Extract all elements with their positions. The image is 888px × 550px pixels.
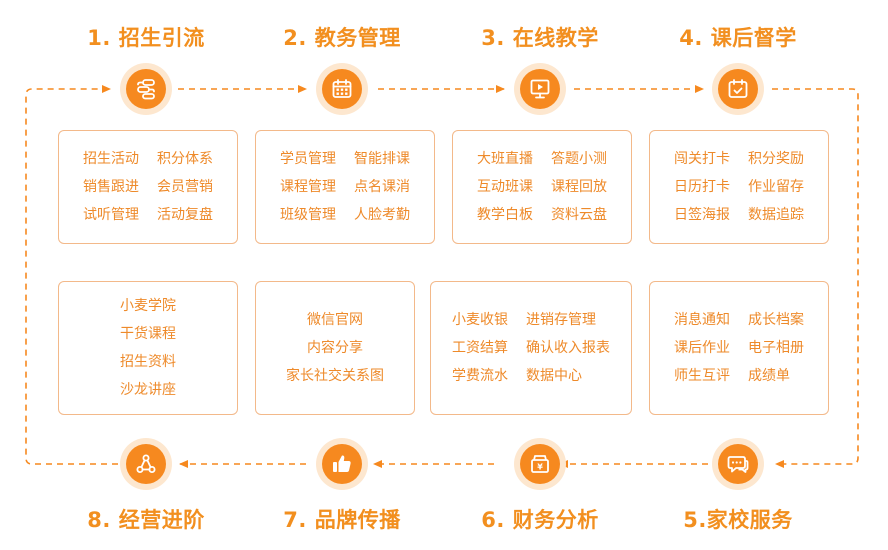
step-title-1: 1. 招生引流 [87, 26, 205, 50]
feature-item[interactable]: 进销存管理 [526, 311, 596, 328]
chat-bubble-icon [727, 456, 749, 473]
feature-item[interactable]: 大班直播 [477, 150, 533, 167]
feature-item[interactable]: 数据中心 [526, 367, 582, 384]
feature-item[interactable]: 互动班课 [477, 178, 533, 195]
feature-item[interactable]: 点名课消 [354, 178, 410, 195]
feature-box-8: 小麦学院 干货课程 招生资料 沙龙讲座 [58, 281, 238, 415]
feature-item[interactable]: 消息通知 [674, 311, 730, 328]
step-title-4: 4. 课后督学 [679, 26, 797, 50]
step-node-2[interactable] [316, 63, 368, 115]
feature-item[interactable]: 学员管理 [280, 150, 336, 167]
feature-box-4: 闯关打卡 积分奖励 日历打卡 作业留存 日签海报 数据追踪 [649, 130, 829, 244]
feature-item[interactable]: 小麦学院 [120, 297, 176, 314]
feature-item[interactable]: 活动复盘 [157, 206, 213, 223]
step-node-7[interactable] [316, 438, 368, 490]
feature-item[interactable]: 班级管理 [280, 206, 336, 223]
feature-item[interactable]: 课后作业 [674, 339, 730, 356]
feature-box-6: 小麦收银 进销存管理 工资结算 确认收入报表 学费流水 数据中心 [430, 281, 632, 415]
connector-4-to-5 [772, 88, 859, 468]
feature-item[interactable]: 工资结算 [452, 339, 508, 356]
step-title-7: 7. 品牌传播 [283, 508, 401, 532]
step-title-8: 8. 经营进阶 [87, 508, 205, 532]
share-nodes-icon [136, 454, 156, 473]
step-title-3: 3. 在线教学 [481, 26, 599, 50]
feature-item[interactable]: 成长档案 [748, 311, 804, 328]
feature-item[interactable]: 日签海报 [674, 206, 730, 223]
feature-item[interactable]: 资料云盘 [551, 206, 607, 223]
thumbs-up-icon [333, 455, 351, 472]
feature-item[interactable]: 电子相册 [748, 339, 804, 356]
feature-item[interactable]: 确认收入报表 [526, 339, 610, 356]
connector-8-to-1 [25, 85, 118, 465]
feature-item[interactable]: 积分体系 [157, 150, 213, 167]
feature-item[interactable]: 成绩单 [748, 367, 790, 384]
calendar-check-icon [728, 79, 748, 98]
step-node-8[interactable] [120, 438, 172, 490]
feature-item[interactable]: 学费流水 [452, 367, 508, 384]
step-node-6[interactable]: ¥ [514, 438, 566, 490]
feature-item[interactable]: 销售跟进 [83, 178, 139, 195]
feature-item[interactable]: 微信官网 [307, 311, 363, 328]
feature-box-1: 招生活动 积分体系 销售跟进 会员营销 试听管理 活动复盘 [58, 130, 238, 244]
step-title-5: 5.家校服务 [683, 508, 793, 532]
feature-item[interactable]: 数据追踪 [748, 206, 804, 223]
cash-box-icon: ¥ [531, 455, 549, 473]
step-node-1[interactable] [120, 63, 172, 115]
feature-item[interactable]: 招生活动 [83, 150, 139, 167]
feature-item[interactable]: 会员营销 [157, 178, 213, 195]
feature-item[interactable]: 沙龙讲座 [120, 381, 176, 398]
feature-item[interactable]: 内容分享 [307, 339, 363, 356]
feature-item[interactable]: 教学白板 [477, 206, 533, 223]
funnel-flow-icon [137, 79, 155, 100]
feature-item[interactable]: 招生资料 [120, 353, 176, 370]
feature-box-7: 微信官网 内容分享 家长社交关系图 [255, 281, 415, 415]
feature-item[interactable]: 小麦收银 [452, 311, 508, 328]
step-node-3[interactable] [514, 63, 566, 115]
feature-item[interactable]: 师生互评 [674, 367, 730, 384]
feature-item[interactable]: 家长社交关系图 [286, 367, 384, 384]
calendar-icon [332, 79, 352, 98]
step-title-2: 2. 教务管理 [283, 26, 401, 50]
feature-item[interactable]: 课程回放 [551, 178, 607, 195]
feature-item[interactable]: 干货课程 [120, 325, 176, 342]
feature-box-5: 消息通知 成长档案 课后作业 电子相册 师生互评 成绩单 [649, 281, 829, 415]
feature-item[interactable]: 试听管理 [83, 206, 139, 223]
feature-item[interactable]: 日历打卡 [674, 178, 730, 195]
feature-box-2: 学员管理 智能排课 课程管理 点名课消 班级管理 人脸考勤 [255, 130, 435, 244]
video-screen-icon [530, 79, 550, 99]
svg-text:¥: ¥ [537, 463, 543, 472]
step-title-6: 6. 财务分析 [481, 508, 599, 532]
feature-item[interactable]: 积分奖励 [748, 150, 804, 167]
feature-item[interactable]: 智能排课 [354, 150, 410, 167]
step-node-4[interactable] [712, 63, 764, 115]
feature-item[interactable]: 答题小测 [551, 150, 607, 167]
feature-item[interactable]: 闯关打卡 [674, 150, 730, 167]
feature-item[interactable]: 课程管理 [280, 178, 336, 195]
step-node-5[interactable] [712, 438, 764, 490]
feature-item[interactable]: 作业留存 [748, 178, 804, 195]
feature-box-3: 大班直播 答题小测 互动班课 课程回放 教学白板 资料云盘 [452, 130, 632, 244]
feature-item[interactable]: 人脸考勤 [354, 206, 410, 223]
